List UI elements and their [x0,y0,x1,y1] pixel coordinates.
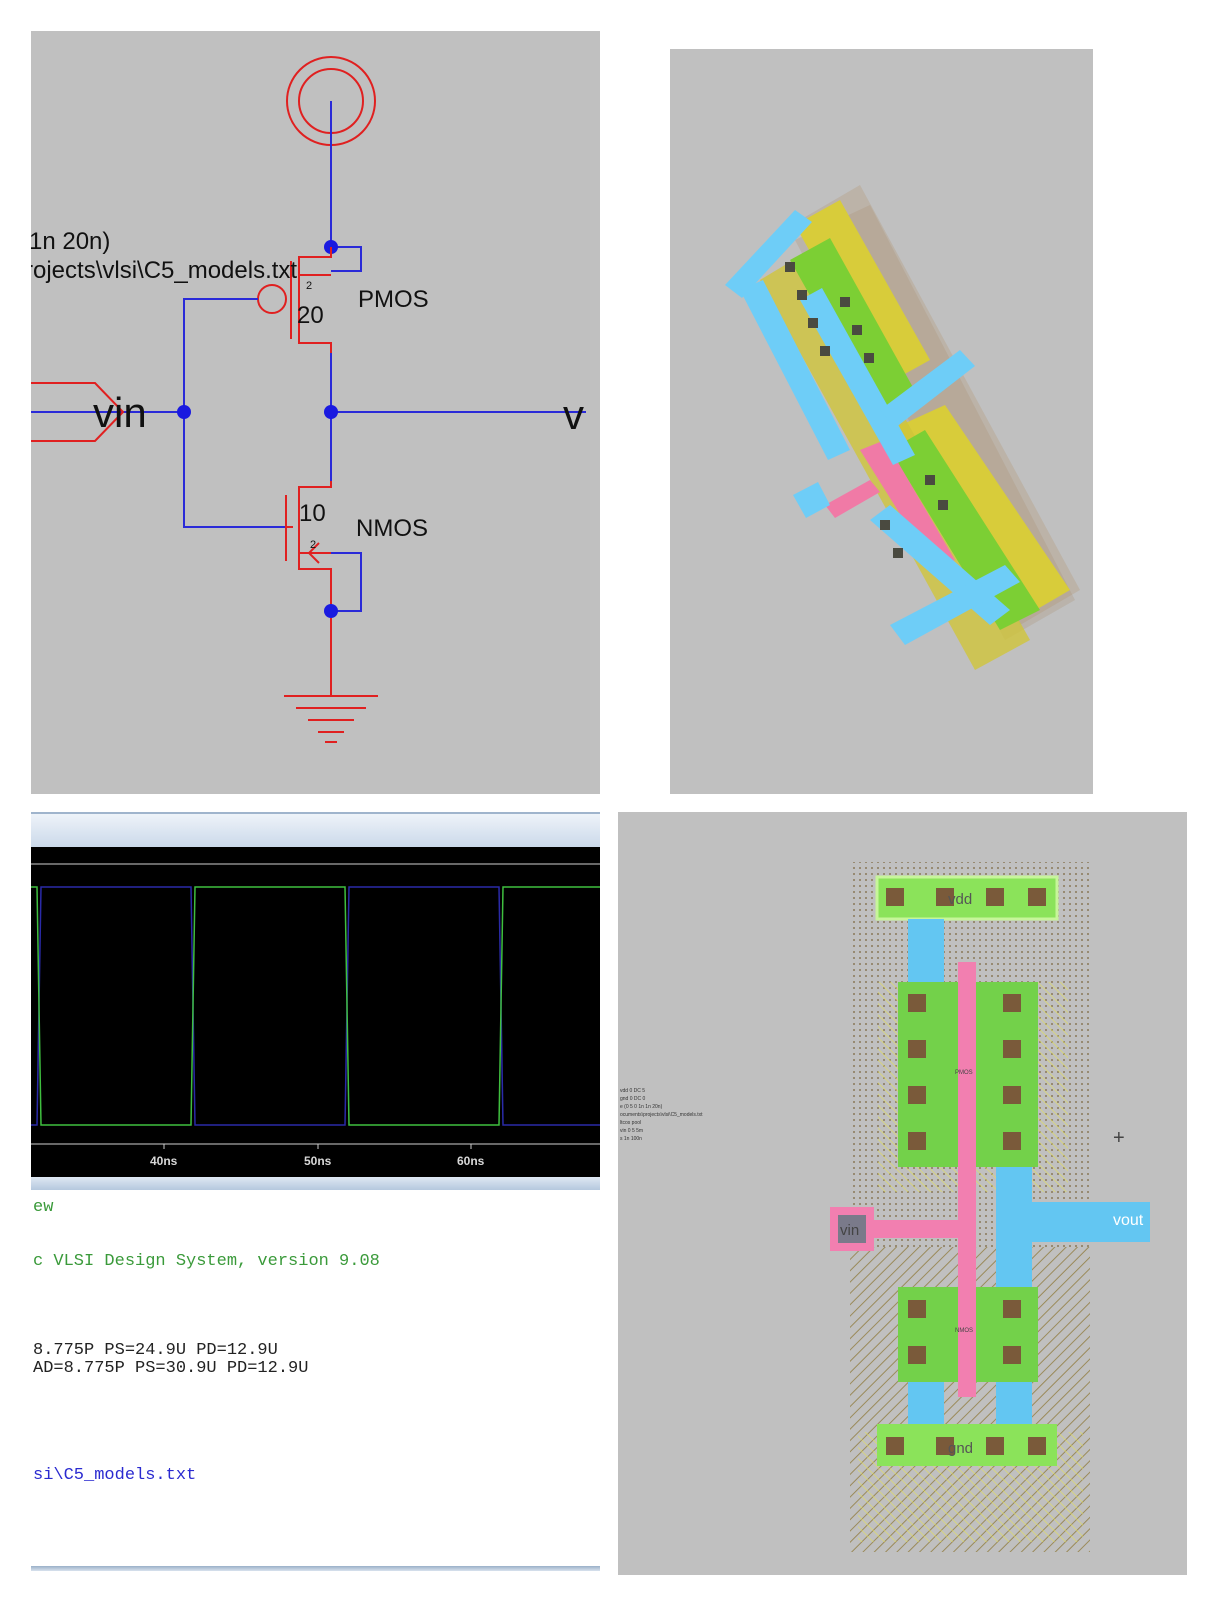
layout-poly-input [850,1220,976,1238]
layout-crosshair: + [1113,1127,1125,1149]
tick-label-50ns: 50ns [304,1154,332,1168]
waveform-toolbar [31,812,600,847]
pmos-width-label: 20 [297,302,324,329]
pmos-body-tie [331,246,362,272]
output-node[interactable] [324,405,338,419]
layout-vin-contact [838,1215,866,1243]
nmos-body-tie [331,552,362,612]
pmos-label: PMOS [358,286,429,313]
layout-vdd-label: vdd [948,891,972,908]
layout-view[interactable]: vdd gnd vin vout PMOS NMOS + vdd 0 DC 5 … [618,812,1187,1575]
spice-line-4: ltcos pool [620,1120,641,1126]
netlist-line-0: ew [33,1198,54,1217]
nmos-source-node[interactable] [324,604,338,618]
layout-poly-gate [958,962,976,1397]
input-trace [31,886,600,1126]
spice-line-2: e (0 5 0 1n 1n 20n) [620,1104,663,1110]
waveform-ticks [163,1144,472,1149]
layout-gnd-label: gnd [948,1440,973,1457]
tick-label-40ns: 40ns [150,1154,178,1168]
3d-canvas[interactable] [670,49,1093,794]
spice-line-0: vdd 0 DC 5 [620,1088,645,1094]
3d-poly-input [825,480,880,518]
schematic-canvas[interactable]: 1n 20n) rojects\vlsi\C5_models.txt 2 20 … [31,31,600,794]
vin-label: vin [93,389,147,436]
input-port[interactable] [31,382,125,442]
3d-out-metal [800,288,915,465]
layout-canvas[interactable]: vdd gnd vin vout PMOS NMOS + vdd 0 DC 5 … [618,812,1187,1575]
3d-view[interactable] [670,49,1093,794]
output-trace [31,886,600,1126]
3d-contacts [785,262,948,558]
nmos-width-label: 10 [299,500,326,527]
pmos-length-label: 2 [306,280,312,292]
layout-vdd-rail[interactable] [875,875,1059,921]
layout-pmos-label: PMOS [955,1070,973,1076]
3d-gnd-metal-bottom [890,565,1020,645]
waveform-plot[interactable]: 40ns 50ns 60ns [31,847,600,1177]
layout-vin-label: vin [840,1222,859,1239]
spice-netlist-view[interactable]: ew c VLSI Design System, version 9.08 8.… [31,1198,600,1578]
layout-vout-label: vout [1113,1212,1144,1229]
pmos-transistor[interactable] [257,247,332,353]
gate-wire [183,298,286,528]
layout-vdd-strap [908,919,944,989]
waveform-window[interactable]: 40ns 50ns 60ns [31,812,600,1190]
vout-label-partial: v [563,391,584,438]
schematic-view[interactable]: 1n 20n) rojects\vlsi\C5_models.txt 2 20 … [31,31,600,794]
netlist-bottom-rule [31,1566,600,1571]
ground-symbol [284,695,378,743]
3d-vdd-metal-top [725,210,812,298]
layout-vout-metal[interactable] [1032,1202,1150,1242]
nmos-length-label: 2 [310,539,316,551]
layout-nmos-label: NMOS [955,1328,973,1334]
3d-input-contact [793,482,830,518]
netlist-line-1: c VLSI Design System, version 9.08 [33,1252,380,1271]
tick-label-60ns: 60ns [457,1154,485,1168]
nmos-label: NMOS [356,515,428,542]
spice-line-6: s 1n 100n [620,1136,642,1142]
waveform-statusbar [31,1177,600,1190]
netlist-line-3: AD=8.775P PS=30.9U PD=12.9U [33,1359,309,1378]
layout-gnd-rail[interactable] [877,1424,1057,1466]
3d-poly-gate [860,440,955,570]
sim-command-text: 1n 20n) [31,228,110,255]
nmos-transistor[interactable] [285,481,332,611]
models-path-text: rojects\vlsi\C5_models.txt [31,257,297,284]
netlist-line-2: 8.775P PS=24.9U PD=12.9U [33,1341,278,1360]
3d-vdd-metal [740,280,850,460]
3d-out-arm [880,350,975,428]
spice-line-3: ocuments\projects\vlsi\C5_models.txt [620,1112,703,1118]
input-node[interactable] [177,405,191,419]
layout-contacts [886,888,1046,1455]
layout-spice-text: vdd 0 DC 5 gnd 0 DC 0 e (0 5 0 1n 1n 20n… [620,1088,703,1142]
spice-line-5: vin 0 5 5m [620,1128,643,1134]
spice-line-1: gnd 0 DC 0 [620,1096,646,1102]
netlist-line-4: si\C5_models.txt [33,1466,197,1485]
